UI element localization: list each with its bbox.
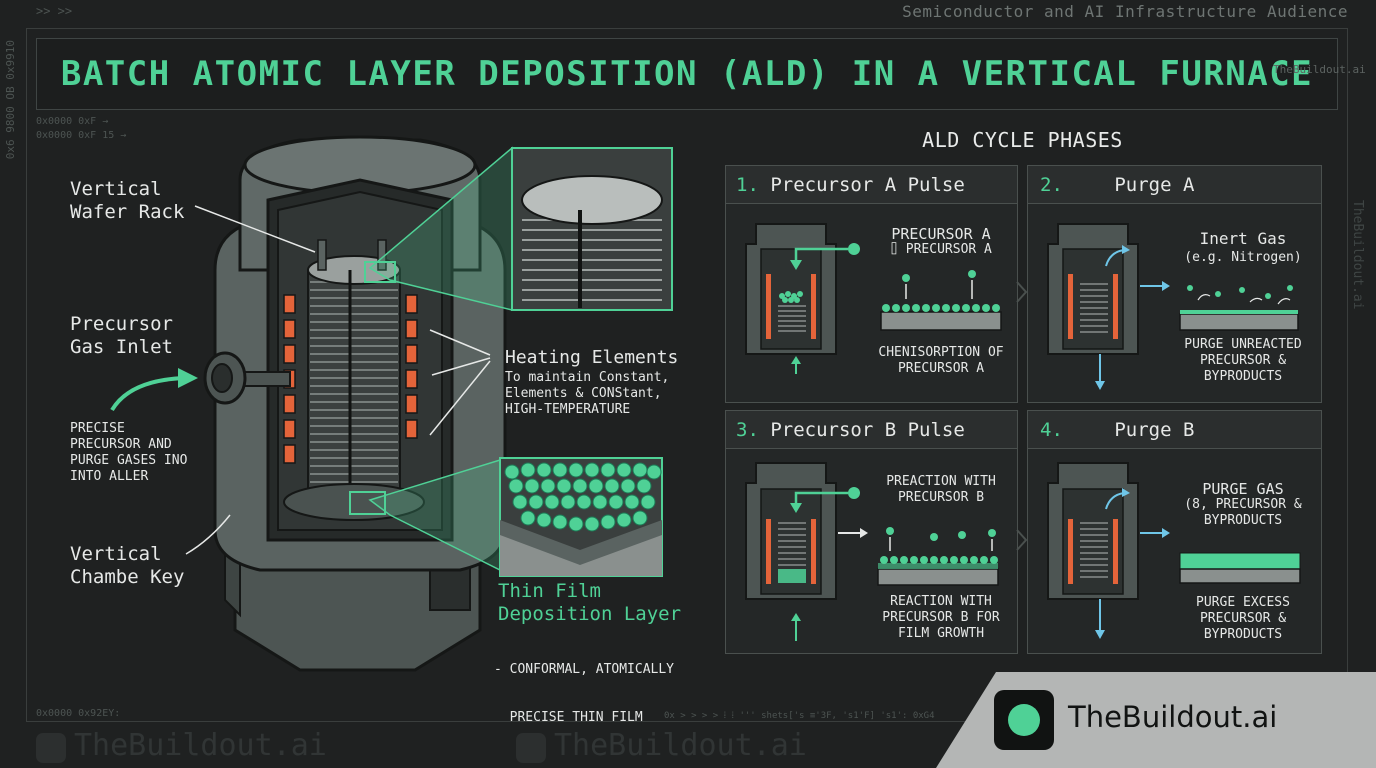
phase-card-1: 1. Precursor A Pulse PRECURSOR A ⌷ PRECU… (725, 165, 1018, 403)
chevron-right-icon (1016, 281, 1028, 303)
page-title: BATCH ATOMIC LAYER DEPOSITION (ALD) IN A… (60, 54, 1314, 94)
label-wafer-rack: Vertical Wafer Rack (70, 178, 184, 224)
furnace-illustration (110, 135, 673, 672)
phase-card-2: 2. Purge A Inert Gas (e.g. Nitrogen) PUR… (1027, 165, 1322, 403)
label-chamber-key-line2: Chambe Key (70, 566, 185, 588)
phase-card-1-header: 1. Precursor A Pulse (726, 166, 1017, 204)
phase-card-2-bottom-label-3: BYPRODUCTS (1203, 369, 1283, 384)
title-brand-small: TheBuildout.ai (1273, 63, 1366, 76)
phase-card-2-bottom-label-2: PRECURSOR & (1199, 353, 1287, 368)
label-chamber-key: Vertical Chambe Key (70, 543, 184, 589)
phase-card-4-top-label-2: (8, PRECURSOR & (1184, 497, 1302, 512)
phase-card-4-number: 4. (1040, 419, 1063, 441)
phase-card-2-bottom-label-1: PURGE UNREACTED (1184, 337, 1302, 352)
note-heating-line1: To maintain Constant, (505, 370, 670, 385)
phase-card-4-header: 4. Purge B (1028, 411, 1321, 449)
chevron-right-icon (1016, 529, 1028, 551)
phase-card-1-bottom-label-2: PRECURSOR A (897, 361, 985, 376)
note-thin-film-line1: - CONFORMAL, ATOMICALLY (494, 662, 675, 677)
phase-card-2-bottom-label: PURGE UNREACTED PRECURSOR & BYPRODUCTS (1168, 337, 1318, 385)
phase-card-2-top-label-2: (e.g. Nitrogen) (1184, 250, 1302, 265)
phase-card-2-top-label: Inert Gas (e.g. Nitrogen) (1168, 228, 1318, 266)
note-gas-inlet: PRECISE PRECURSOR AND PURGE GASES INO IN… (70, 421, 187, 485)
note-thin-film-line2: PRECISE THIN FILM (494, 710, 643, 725)
label-gas-inlet: Precursor Gas Inlet (70, 313, 173, 359)
phase-card-1-top-label-1: PRECURSOR A (891, 225, 991, 243)
phase-card-3-bottom-label-3: FILM GROWTH (897, 626, 985, 641)
phase-card-3-bottom-label: REACTION WITH PRECURSOR B FOR FILM GROWT… (866, 594, 1016, 642)
note-gas-inlet-line2: PRECURSOR AND (70, 437, 172, 452)
phase-card-2-name: Purge A (1114, 174, 1195, 196)
outer-frame (26, 28, 1348, 722)
phase-card-4: 4. Purge B PURGE GAS (8, PRECURSOR & BYP… (1027, 410, 1322, 654)
phase-card-1-top-label: PRECURSOR A ⌷ PRECURSOR A (866, 226, 1016, 258)
code-line-1: 0x0000 0xF → (36, 116, 109, 127)
note-heating-line3: HIGH-TEMPERATURE (505, 402, 631, 417)
brand-name: TheBuildout.ai (1068, 700, 1278, 734)
phase-card-4-bottom-label-2: PRECURSOR & (1199, 611, 1287, 626)
phase-card-2-number: 2. (1040, 174, 1063, 196)
label-gas-inlet-line1: Precursor (70, 313, 173, 335)
label-gas-inlet-line2: Gas Inlet (70, 336, 173, 358)
phase-card-3-bottom-label-1: REACTION WITH (890, 594, 992, 609)
phase-card-4-bottom-label: PURGE EXCESS PRECURSOR & BYPRODUCTS (1168, 595, 1318, 643)
note-gas-inlet-line3: PURGE GASES INO (70, 453, 188, 468)
phase-card-4-diagram (1047, 462, 1301, 639)
label-heating-elements: Heating Elements (505, 347, 679, 368)
phase-card-1-top-label-2: ⌷ PRECURSOR A (890, 242, 992, 257)
phase-card-3-name: Precursor B Pulse (770, 419, 965, 441)
phases-title: ALD CYCLE PHASES (922, 128, 1123, 152)
phase-card-3-header: 3. Precursor B Pulse (726, 411, 1017, 449)
phase-card-4-bottom-label-1: PURGE EXCESS (1196, 595, 1290, 610)
phase-card-4-name: Purge B (1114, 419, 1195, 441)
phase-card-1-name: Precursor A Pulse (770, 174, 965, 196)
phase-card-4-bottom-label-3: BYPRODUCTS (1203, 627, 1283, 642)
ghost-watermark-1: TheBuildout.ai (74, 728, 327, 763)
note-thin-film: - CONFORMAL, ATOMICALLY PRECISE THIN FIL… (494, 630, 674, 742)
phase-card-3-top-label: PREACTION WITH PRECURSOR B (866, 474, 1016, 506)
phase-card-3-top-label-2: PRECURSOR B (897, 490, 985, 505)
audience-label: Semiconductor and AI Infrastructure Audi… (902, 2, 1348, 21)
note-gas-inlet-line1: PRECISE (70, 421, 125, 436)
phase-card-3-bottom-label-2: PRECURSOR B FOR (882, 610, 1000, 625)
phase-card-1-diagram (745, 223, 1002, 374)
phase-card-3-top-label-1: PREACTION WITH (886, 474, 996, 489)
label-thin-film: Thin Film Deposition Layer (498, 580, 681, 626)
phase-card-2-diagram (1047, 223, 1299, 390)
side-watermark: TheBuildout.ai (1350, 200, 1365, 310)
phase-card-4-top-label-3: BYPRODUCTS (1203, 513, 1283, 528)
phase-card-3-number: 3. (736, 419, 759, 441)
note-gas-inlet-line4: INTO ALLER (70, 469, 149, 484)
note-heating-line2: Elements & CONStant, (505, 386, 662, 401)
label-thin-film-line1: Thin Film (498, 580, 601, 602)
phase-card-4-top-label: PURGE GAS (8, PRECURSOR & BYPRODUCTS (1168, 481, 1318, 529)
ghost-watermark-2: TheBuildout.ai (554, 728, 807, 763)
label-chamber-key-line1: Vertical (70, 543, 162, 565)
title-banner: BATCH ATOMIC LAYER DEPOSITION (ALD) IN A… (36, 38, 1366, 110)
label-wafer-rack-line1: Vertical (70, 178, 162, 200)
ghost-logo-icon (36, 733, 66, 763)
phase-card-1-bottom-label: CHENISORPTION OF PRECURSOR A (866, 345, 1016, 377)
note-heating: To maintain Constant, Elements & CONStan… (505, 370, 669, 418)
phase-card-4-top-label-1: PURGE GAS (1202, 480, 1284, 498)
code-bottom-mid: 0x > > > > ⁞ ⁞ ''' shets['s ≡'3F, 's1'F]… (664, 711, 935, 721)
phase-card-2-header: 2. Purge A (1028, 166, 1321, 204)
phase-card-1-bottom-label-1: CHENISORPTION OF (878, 345, 1004, 360)
phase-card-3-diagram (745, 462, 999, 641)
label-thin-film-line2: Deposition Layer (498, 603, 682, 625)
phase-card-3: 3. Precursor B Pulse PREACTION WITH PREC… (725, 410, 1018, 654)
code-bottom-left: 0x0000 0x92EY: (36, 708, 121, 719)
code-line-2: 0x0000 0xF 15 → (36, 130, 127, 141)
ghost-logo-icon (516, 733, 546, 763)
code-top-left: >> >> (36, 4, 73, 18)
phase-card-2-top-label-1: Inert Gas (1199, 229, 1287, 248)
phase-card-1-number: 1. (736, 174, 759, 196)
label-wafer-rack-line2: Wafer Rack (70, 201, 185, 223)
brand-logo-dot-icon (1008, 704, 1040, 736)
